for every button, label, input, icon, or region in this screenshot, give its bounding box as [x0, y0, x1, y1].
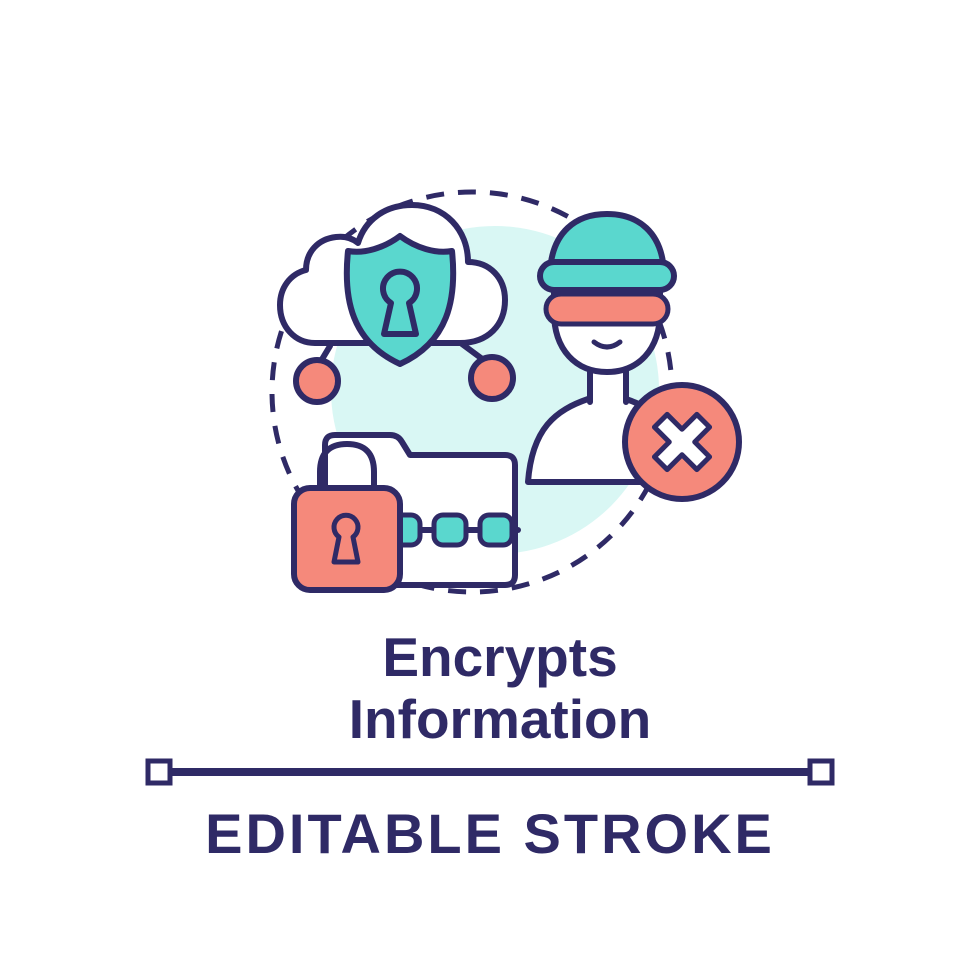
thief-beanie-brim — [537, 259, 677, 293]
keyhole-icon — [380, 268, 420, 337]
padlock-icon — [291, 440, 403, 593]
shield-keyhole-icon — [343, 233, 457, 367]
chain-link-3 — [477, 512, 515, 548]
divider-endpoint-left — [145, 758, 173, 786]
thief-goggles-icon — [543, 291, 671, 327]
chain-link-2 — [431, 512, 469, 548]
padlock-keyhole-icon — [331, 512, 361, 565]
thief-smile — [591, 339, 623, 350]
thief-icon — [525, 211, 689, 485]
thief-beanie-icon — [547, 211, 667, 275]
cross-x-icon — [651, 411, 713, 473]
thief-neck-lines — [587, 365, 629, 405]
divider — [145, 758, 835, 786]
padlock-body — [291, 485, 403, 593]
caption-editable-stroke: EDITABLE STROKE — [205, 802, 775, 865]
title-line-2: Information — [349, 688, 651, 750]
cross-circle-icon — [622, 382, 742, 502]
title-line-1: Encrypts — [382, 626, 617, 688]
dot-accent-left — [293, 357, 341, 405]
shield-shape — [343, 233, 457, 367]
divider-endpoint-right — [807, 758, 835, 786]
padlock-shackle — [317, 440, 377, 495]
dot-accent-right — [468, 354, 516, 402]
